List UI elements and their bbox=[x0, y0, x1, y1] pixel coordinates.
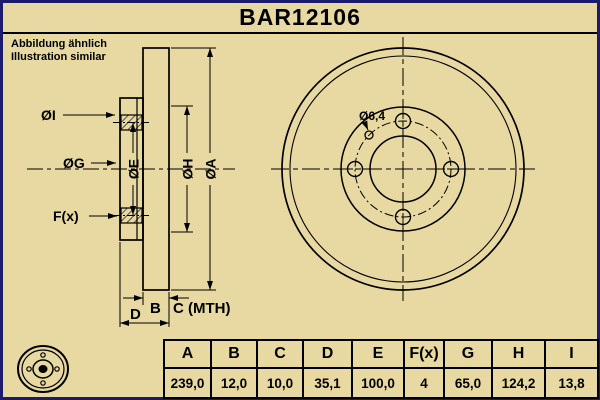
label-diameter-a: ØA bbox=[203, 159, 219, 180]
title-bar: BAR12106 bbox=[3, 3, 597, 34]
label-f: F(x) bbox=[53, 208, 79, 224]
table-header-cell: C bbox=[256, 339, 304, 369]
label-diameter-e: ØE bbox=[126, 159, 142, 179]
table-value-row: 239,0 12,0 10,0 35,1 100,0 4 65,0 124,2 … bbox=[163, 367, 599, 399]
label-diameter-i: ØI bbox=[41, 107, 56, 123]
label-diameter-h: ØH bbox=[180, 159, 196, 180]
similarity-note: Abbildung ähnlich Illustration similar bbox=[11, 38, 107, 64]
icon-bolt-hole-2 bbox=[54, 366, 60, 372]
table-value-cell: 4 bbox=[403, 367, 445, 399]
outer-diameter-circle bbox=[281, 47, 525, 291]
icon-outer-ellipse bbox=[17, 345, 69, 393]
outer-chamfer-circle bbox=[289, 55, 517, 283]
icon-center-hole bbox=[38, 365, 48, 373]
table-header-cell: B bbox=[210, 339, 258, 369]
part-number-title: BAR12106 bbox=[239, 4, 361, 30]
dimension-table: A B C D E F(x) G H I 239,0 12,0 10,0 35,… bbox=[163, 339, 599, 399]
table-value-cell: 100,0 bbox=[351, 367, 405, 399]
table-value-cell: 10,0 bbox=[256, 367, 304, 399]
icon-hub-ellipse bbox=[32, 359, 54, 379]
label-d: D bbox=[130, 306, 141, 323]
table-value-cell: 13,8 bbox=[544, 367, 599, 399]
icon-bolt-hole-3 bbox=[40, 380, 46, 386]
label-diameter-g: ØG bbox=[63, 155, 85, 171]
icon-bolt-hole-4 bbox=[26, 366, 32, 372]
table-value-cell: 124,2 bbox=[491, 367, 546, 399]
label-b: B bbox=[150, 300, 161, 317]
drawing-canvas: ØI ØG F(x) ØE ØH ØA B C (MTH) D bbox=[27, 37, 535, 327]
icon-bolt-hole-1 bbox=[40, 352, 46, 358]
table-header-cell: A bbox=[163, 339, 212, 369]
disc-hat-profile bbox=[119, 97, 144, 241]
cross-section-view bbox=[27, 47, 235, 327]
icon-face-ellipse bbox=[21, 349, 65, 389]
locating-hole bbox=[364, 130, 374, 140]
note-line-english: Illustration similar bbox=[11, 51, 106, 64]
locating-hole-leader bbox=[361, 120, 369, 131]
table-value-cell: 65,0 bbox=[443, 367, 493, 399]
label-locating-hole-diameter: Ø6,4 bbox=[359, 109, 385, 123]
table-header-cell: G bbox=[443, 339, 493, 369]
front-view bbox=[271, 37, 535, 301]
table-header-cell: F(x) bbox=[403, 339, 445, 369]
table-header-cell: H bbox=[491, 339, 546, 369]
brake-disc-icon bbox=[17, 345, 69, 393]
note-line-german: Abbildung ähnlich bbox=[11, 38, 107, 50]
label-c-mth: C (MTH) bbox=[173, 300, 230, 317]
table-value-cell: 239,0 bbox=[163, 367, 212, 399]
center-bore-circle bbox=[369, 135, 437, 203]
table-header-row: A B C D E F(x) G H I bbox=[163, 339, 599, 369]
table-header-cell: D bbox=[302, 339, 353, 369]
hat-circle bbox=[340, 106, 466, 232]
table-header-cell: I bbox=[544, 339, 599, 369]
table-value-cell: 12,0 bbox=[210, 367, 258, 399]
table-value-cell: 35,1 bbox=[302, 367, 353, 399]
table-header-cell: E bbox=[351, 339, 405, 369]
